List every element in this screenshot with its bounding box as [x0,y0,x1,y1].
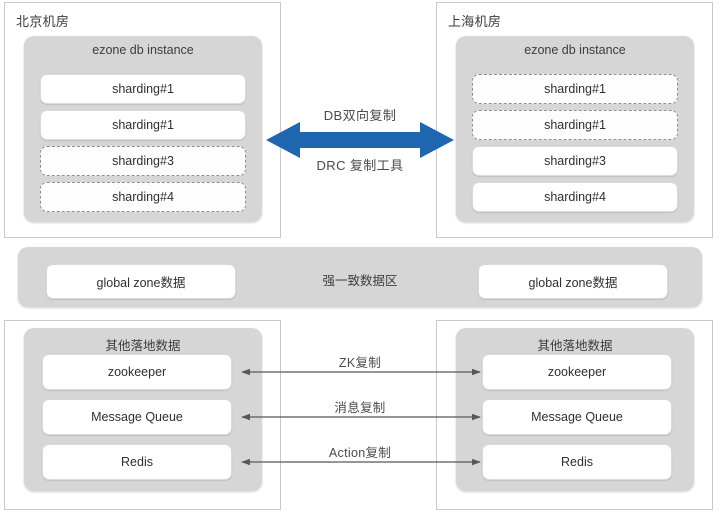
sharding-box-right-0: sharding#1 [472,74,678,104]
sharding-box-left-1: sharding#1 [40,110,246,140]
double-headed-arrow-icon [266,122,454,158]
sharding-box-right-1: sharding#1 [472,110,678,140]
other-data-panel-right-title: 其他落地数据 [537,339,613,353]
global-zone-box-left: global zone数据 [46,264,236,299]
replication-label-0: ZK复制 [338,356,382,370]
drc-top-label: DB双向复制 [323,108,397,123]
sharding-box-right-3: sharding#4 [472,182,678,212]
sharding-box-left-0: sharding#1 [40,74,246,104]
datacenter-right-title: 上海机房 [448,14,502,29]
datacenter-left-title: 北京机房 [16,14,70,29]
other-item-left-2: Redis [42,444,232,480]
sharding-box-left-2: sharding#3 [40,146,246,176]
other-item-left-0: zookeeper [42,354,232,390]
replication-label-1: 消息复制 [334,401,386,415]
other-item-right-1: Message Queue [482,399,672,435]
replication-connectors [241,368,481,466]
sharding-box-right-2: sharding#3 [472,146,678,176]
sharding-box-left-3: sharding#4 [40,182,246,212]
global-zone-box-right: global zone数据 [478,264,668,299]
ezone-db-instance-left-title: ezone db instance [92,43,194,57]
other-item-right-2: Redis [482,444,672,480]
other-item-right-0: zookeeper [482,354,672,390]
other-item-left-1: Message Queue [42,399,232,435]
other-data-panel-left-title: 其他落地数据 [105,339,181,353]
drc-bottom-label: DRC 复制工具 [316,158,404,173]
replication-label-2: Action复制 [328,446,392,460]
ezone-db-instance-right-title: ezone db instance [524,43,626,57]
strong-consistency-label: 强一致数据区 [322,274,398,288]
